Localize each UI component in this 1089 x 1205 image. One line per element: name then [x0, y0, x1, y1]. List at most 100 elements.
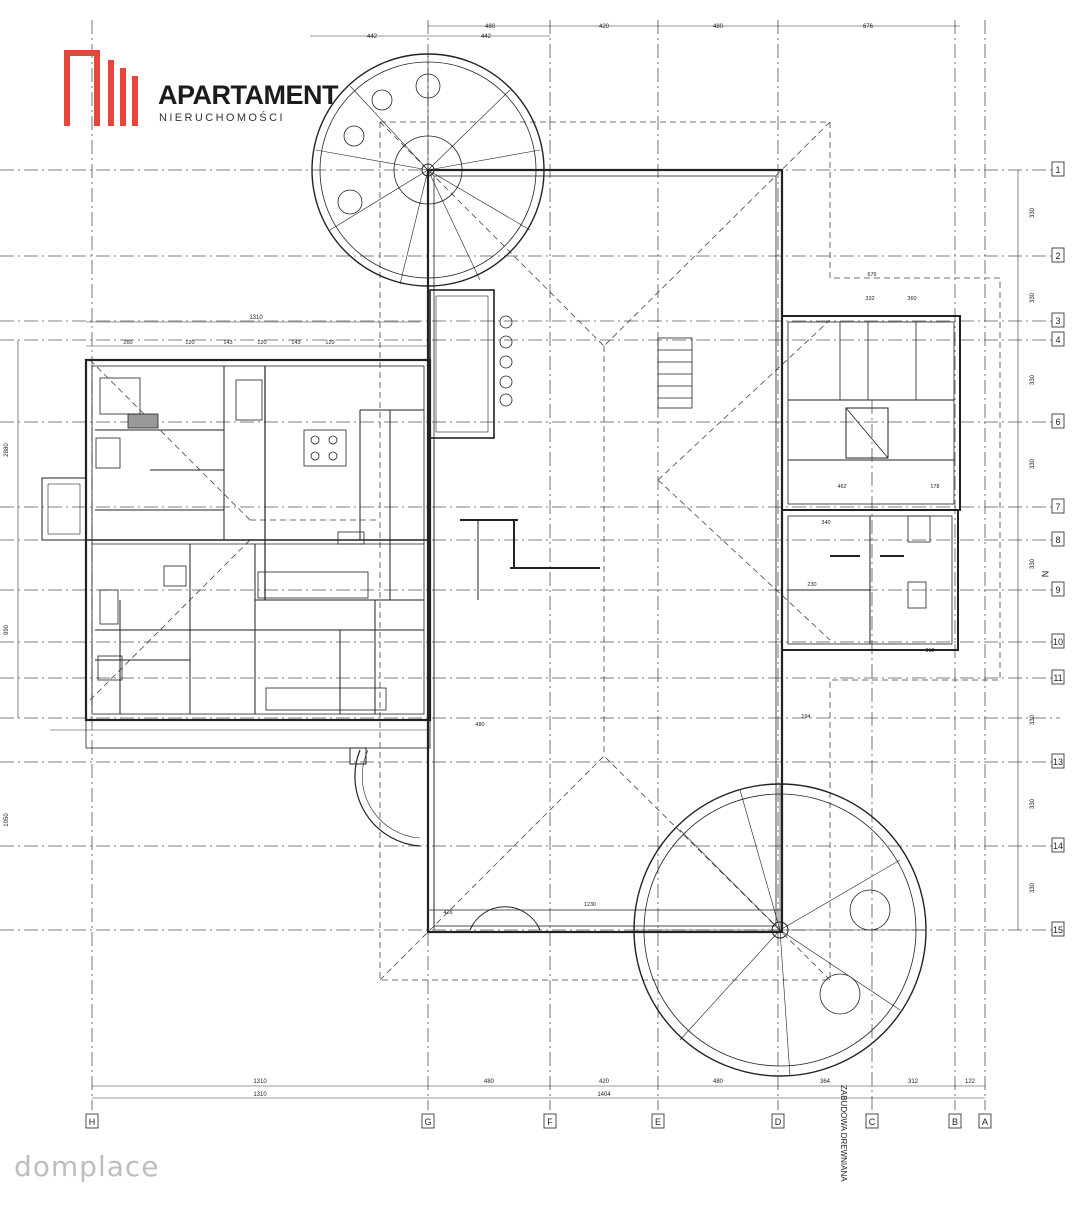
right-wing	[781, 315, 961, 651]
dim-bottom: 420	[599, 1079, 610, 1085]
axis-label-F: F	[547, 1117, 553, 1127]
upper-spiral-tower	[311, 53, 545, 287]
inner-stair	[657, 337, 693, 409]
dim-bottom: 1310	[253, 1092, 267, 1098]
dim-right: 330	[1030, 458, 1036, 469]
dim-left: 1310	[249, 315, 263, 321]
axis-label-6-box	[1051, 413, 1065, 429]
axis-label-1: 1	[1055, 165, 1060, 175]
dim-top: 676	[863, 24, 874, 30]
dim-bottom: 480	[713, 1079, 724, 1085]
axis-label-G: G	[424, 1117, 431, 1127]
axis-label-2: 2	[1055, 251, 1060, 261]
dim-right: 330	[1030, 374, 1036, 385]
dim-label: 143	[291, 340, 300, 346]
entrance-arc	[349, 747, 541, 931]
dim-top: 420	[599, 24, 610, 30]
dim-bottom: 1404	[597, 1092, 611, 1098]
axis-label-4-box	[1051, 331, 1065, 347]
dim-label: 120	[325, 340, 334, 346]
dim-label: 1230	[584, 902, 596, 908]
dim-left: 990	[4, 624, 10, 635]
axis-label-B: B	[952, 1117, 958, 1127]
dim-right: 330	[1030, 292, 1036, 303]
dim-label: 143	[223, 340, 232, 346]
north-corridor	[429, 289, 513, 439]
axis-label-10-box	[1051, 633, 1065, 649]
dim-label: 120	[185, 340, 194, 346]
axis-label-4: 4	[1055, 335, 1060, 345]
dim-bottom: 480	[484, 1079, 495, 1085]
dim-label: 360	[907, 296, 916, 302]
axis-label-C: C	[869, 1117, 876, 1127]
axis-label-D-box	[771, 1113, 785, 1129]
axis-label-1-box	[1051, 161, 1065, 177]
axis-label-G-box	[421, 1113, 435, 1129]
axis-label-H-box	[85, 1113, 99, 1129]
axis-label-7-box	[1051, 498, 1065, 514]
brand-name: APARTAMENT	[158, 80, 338, 110]
dim-right: 330	[1030, 207, 1036, 218]
brand-subtitle: NIERUCHOMOŚCI	[159, 112, 285, 124]
axis-label-14-box	[1051, 837, 1065, 853]
dim-label: 462	[837, 484, 846, 490]
dim-bottom: 364	[820, 1079, 831, 1085]
dim-label: 312	[925, 648, 934, 654]
dim-label: 230	[807, 582, 816, 588]
watermark: domplace	[14, 1150, 160, 1183]
dim-label: 260	[123, 340, 132, 346]
main-hall-walls	[426, 168, 784, 934]
axis-label-8-box	[1051, 531, 1065, 547]
company-logo: APARTAMENT NIERUCHOMOŚCI	[62, 48, 338, 128]
north-mark: N	[1040, 571, 1050, 578]
axis-label-A-box	[978, 1113, 992, 1129]
roof-outline	[89, 121, 1001, 981]
axis-label-E-box	[651, 1113, 665, 1129]
axis-label-8: 8	[1055, 535, 1060, 545]
left-wing	[41, 358, 432, 749]
dim-label: 426	[443, 910, 452, 916]
dim-label: 340	[821, 520, 830, 526]
axis-label-13: 13	[1053, 757, 1063, 767]
axis-label-6: 6	[1055, 417, 1060, 427]
dim-right: 330	[1030, 882, 1036, 893]
dim-label: 120	[257, 340, 266, 346]
dim-label: 480	[475, 722, 484, 728]
dim-label: 178	[930, 484, 939, 490]
dim-bottom: 312	[908, 1079, 919, 1085]
dim-left: 1050	[4, 813, 10, 827]
axis-label-E: E	[655, 1117, 661, 1127]
stair-note: ZABUDOWA DREWNIANA	[839, 1085, 848, 1182]
axis-label-2-box	[1051, 247, 1065, 263]
axis-label-11: 11	[1053, 673, 1062, 683]
hall-center-mark	[460, 519, 600, 600]
dim-top: 480	[713, 24, 724, 30]
dim-label: 332	[865, 296, 874, 302]
logo-bars-icon	[64, 50, 138, 126]
axis-label-15: 15	[1053, 925, 1063, 935]
dimension-lines	[17, 25, 1019, 1099]
axis-label-11-box	[1051, 669, 1065, 685]
axis-label-3-box	[1051, 312, 1065, 328]
dim-top: 480	[485, 24, 496, 30]
axis-label-B-box	[948, 1113, 962, 1129]
kitchen-equipment	[95, 377, 387, 711]
axis-label-9: 9	[1055, 585, 1060, 595]
lower-spiral-tower	[633, 783, 927, 1077]
dim-label: 676	[867, 272, 876, 278]
axis-label-15-box	[1051, 921, 1065, 937]
dim-top: 442	[481, 34, 492, 40]
axis-label-10: 10	[1053, 637, 1063, 647]
axis-label-3: 3	[1055, 316, 1060, 326]
dim-bottom: 122	[965, 1079, 976, 1085]
axis-label-C-box	[865, 1113, 879, 1129]
dim-label: 194	[801, 714, 810, 720]
dim-left: 2880	[4, 443, 10, 457]
dim-right: 330	[1030, 558, 1036, 569]
axis-label-7: 7	[1055, 502, 1060, 512]
axis-label-D: D	[775, 1117, 782, 1127]
dim-right: 330	[1030, 798, 1036, 809]
axis-label-13-box	[1051, 753, 1065, 769]
